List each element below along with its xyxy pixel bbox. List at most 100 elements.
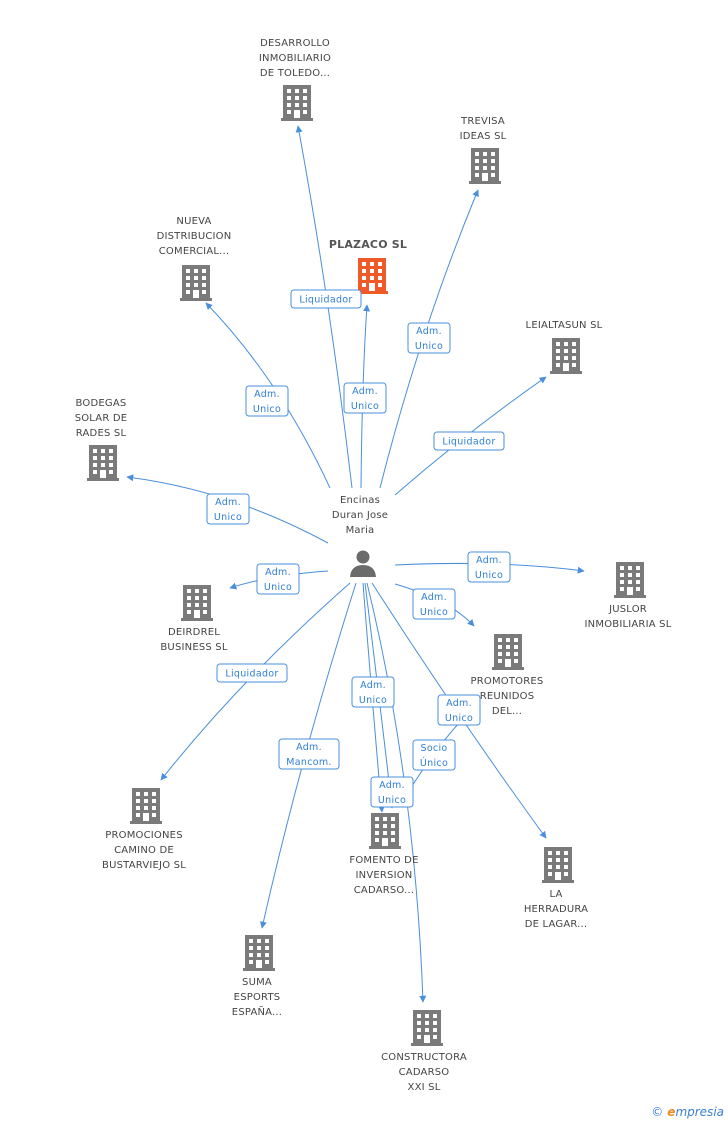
node-label-line: CAMINO DE: [114, 845, 174, 856]
node-label-line: DEL...: [492, 706, 522, 717]
edge-label-text: Adm.: [296, 742, 322, 753]
node-label-line: DE LAGAR...: [525, 919, 588, 930]
company-bodegas-label[interactable]: BODEGAS SOLAR DE RADES SL: [75, 398, 128, 439]
company-desarrollo-building-icon[interactable]: [281, 85, 313, 121]
brand-logo[interactable]: empresia: [667, 1105, 724, 1119]
edge-label-text: Unico: [359, 695, 387, 706]
node-label-line: HERRADURA: [524, 904, 588, 915]
person-icon[interactable]: [350, 550, 376, 578]
edge-label-text: Adm.: [352, 386, 378, 397]
brand-footer: © empresia: [651, 1105, 724, 1119]
main-company-building-icon[interactable]: [356, 258, 388, 294]
node-label-line: RADES SL: [76, 428, 127, 439]
main-company-label[interactable]: PLAZACO SL: [329, 238, 407, 251]
node-label-line: NUEVA: [176, 216, 211, 227]
node-label-line: JUSLOR: [608, 604, 647, 615]
edge-label-text: Adm.: [360, 680, 386, 691]
company-deirdrel-building-icon[interactable]: [181, 585, 213, 621]
node-label-line: DEIRDREL: [168, 627, 220, 638]
company-herradura-building-icon[interactable]: [542, 847, 574, 883]
edge-label-bodegas[interactable]: Adm.Unico: [206, 493, 250, 525]
node-label-line: CADARSO...: [354, 885, 415, 896]
edge-label-desarrollo[interactable]: Liquidador: [290, 289, 362, 309]
node-label-line: DESARROLLO: [260, 38, 330, 49]
edge-label-herradura[interactable]: Adm. Unico: [437, 694, 481, 726]
company-fomento-building-icon[interactable]: [369, 813, 401, 849]
edge-label-fomento[interactable]: Adm. Unico: [370, 776, 414, 808]
node-label-line: INMOBILIARIA SL: [585, 619, 672, 630]
node-label-line: ESPAÑA...: [232, 1005, 282, 1018]
node-label-line: Maria: [346, 525, 375, 536]
edge-label-nueva[interactable]: Adm.Unico: [245, 385, 289, 417]
edge-label-text: Liquidador: [225, 669, 278, 680]
edge-label-text: Adm.: [416, 326, 442, 337]
node-label-line: LEIALTASUN SL: [526, 320, 603, 331]
edge-label-text: Unico: [214, 512, 242, 523]
edge-label-text: Unico: [378, 795, 406, 806]
company-suma-building-icon[interactable]: [243, 935, 275, 971]
edge-label-trevisa[interactable]: Adm. Unico: [407, 322, 451, 354]
node-label-line: ESPORTS: [234, 992, 281, 1003]
company-promotores-building-icon[interactable]: [492, 634, 524, 670]
node-label-line: SOLAR DE: [75, 413, 128, 424]
edge-label-suma[interactable]: Adm. Mancom.: [278, 738, 340, 770]
company-juslor-building-icon[interactable]: [614, 562, 646, 598]
node-label-line: BODEGAS: [76, 398, 127, 409]
node-label-line: PLAZACO SL: [329, 238, 407, 251]
node-label-line: REUNIDOS: [480, 691, 535, 702]
edge-label-text: Unico: [351, 401, 379, 412]
edge-label-text: Liquidador: [442, 437, 495, 448]
company-nueva-building-icon[interactable]: [180, 265, 212, 301]
edge-label-deirdrel[interactable]: Adm. Unico: [256, 563, 300, 595]
edge-label-leialtasun[interactable]: Liquidador: [433, 431, 505, 451]
company-leialtasun-label[interactable]: LEIALTASUN SL: [526, 320, 603, 331]
node-label-line: INMOBILIARIO: [259, 53, 331, 64]
company-suma-label[interactable]: SUMA ESPORTS ESPAÑA...: [232, 977, 282, 1018]
node-label-line: FOMENTO DE: [349, 855, 418, 866]
edge-label-promociones[interactable]: Liquidador: [216, 663, 288, 683]
node-label-line: SUMA: [242, 977, 272, 988]
company-promociones-label[interactable]: PROMOCIONES CAMINO DE BUSTARVIEJO SL: [102, 830, 186, 871]
node-label-line: XXI SL: [408, 1082, 441, 1093]
company-promociones-building-icon[interactable]: [130, 788, 162, 824]
company-bodegas-building-icon[interactable]: [87, 445, 119, 481]
edge-label-text: Unico: [475, 570, 503, 581]
edge-label-text: Adm.: [446, 698, 472, 709]
edge-label-fomento[interactable]: Adm. Unico: [351, 676, 395, 708]
node-label-line: INVERSION: [356, 870, 413, 881]
node-label-line: PROMOTORES: [471, 676, 544, 687]
company-constructora-building-icon[interactable]: [411, 1010, 443, 1046]
edge-label-text: Mancom.: [286, 757, 331, 768]
company-promotores-label[interactable]: PROMOTORES REUNIDOS DEL...: [471, 676, 544, 717]
edge-label-text: Liquidador: [299, 295, 352, 306]
company-nueva-label[interactable]: NUEVADISTRIBUCIONCOMERCIAL...: [157, 216, 232, 257]
edge-label-promotores[interactable]: Adm.Unico: [412, 588, 456, 620]
edge-label-text: Adm.: [421, 592, 447, 603]
edge-label-text: Adm.: [265, 567, 291, 578]
node-label-line: PROMOCIONES: [105, 830, 183, 841]
node-label-line: Encinas: [340, 495, 380, 506]
node-label-line: BUSTARVIEJO SL: [102, 860, 186, 871]
edge-label-text: Adm.: [476, 555, 502, 566]
company-trevisa-building-icon[interactable]: [469, 148, 501, 184]
edge-label-text: Unico: [445, 713, 473, 724]
edge-label-main[interactable]: Adm. Unico: [343, 382, 387, 414]
edge-label-text: Unico: [264, 582, 292, 593]
company-leialtasun-building-icon[interactable]: [550, 338, 582, 374]
edge-label-text: Único: [420, 757, 448, 769]
edge-label-text: Unico: [415, 341, 443, 352]
node-label-line: Duran Jose: [332, 510, 388, 521]
edge-label-text: Adm.: [379, 780, 405, 791]
company-fomento-label[interactable]: FOMENTO DE INVERSION CADARSO...: [349, 855, 418, 896]
company-juslor-label[interactable]: JUSLOR INMOBILIARIA SL: [585, 604, 672, 630]
edge-label-text: Socio: [420, 743, 447, 754]
edge-label-juslor[interactable]: Adm. Unico: [467, 551, 511, 583]
